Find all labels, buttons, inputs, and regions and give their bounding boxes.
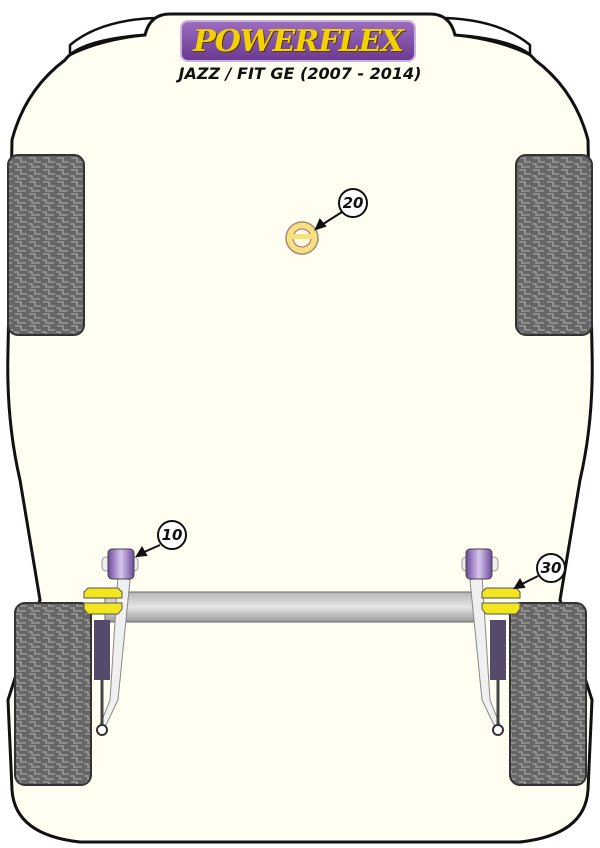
tyre-rear-left xyxy=(7,154,85,336)
car-body-outline xyxy=(6,12,594,844)
bush-30-right xyxy=(481,587,521,615)
drop-link-right xyxy=(469,574,501,726)
anti-roll-bar xyxy=(104,591,484,623)
callout-arrows xyxy=(135,211,539,590)
bush-10-right xyxy=(461,548,499,580)
part-label-10[interactable]: 10 xyxy=(157,520,187,550)
hood-left xyxy=(68,16,156,58)
shock-right xyxy=(490,620,506,680)
hood-right xyxy=(444,16,532,58)
part-label-20[interactable]: 20 xyxy=(338,188,368,218)
bush-10-left xyxy=(101,548,139,580)
bush-20 xyxy=(285,221,319,255)
powerflex-logo: POWERFLEX xyxy=(180,20,416,62)
drop-link-left xyxy=(99,574,131,726)
bush-30-left xyxy=(83,587,123,615)
tyre-rear-right xyxy=(515,154,593,336)
tyre-front-left xyxy=(14,602,92,786)
part-label-30[interactable]: 30 xyxy=(536,553,566,583)
vehicle-title: JAZZ / FIT GE (2007 - 2014) xyxy=(178,64,422,83)
tyre-front-right xyxy=(509,602,587,786)
shock-left xyxy=(94,620,110,680)
